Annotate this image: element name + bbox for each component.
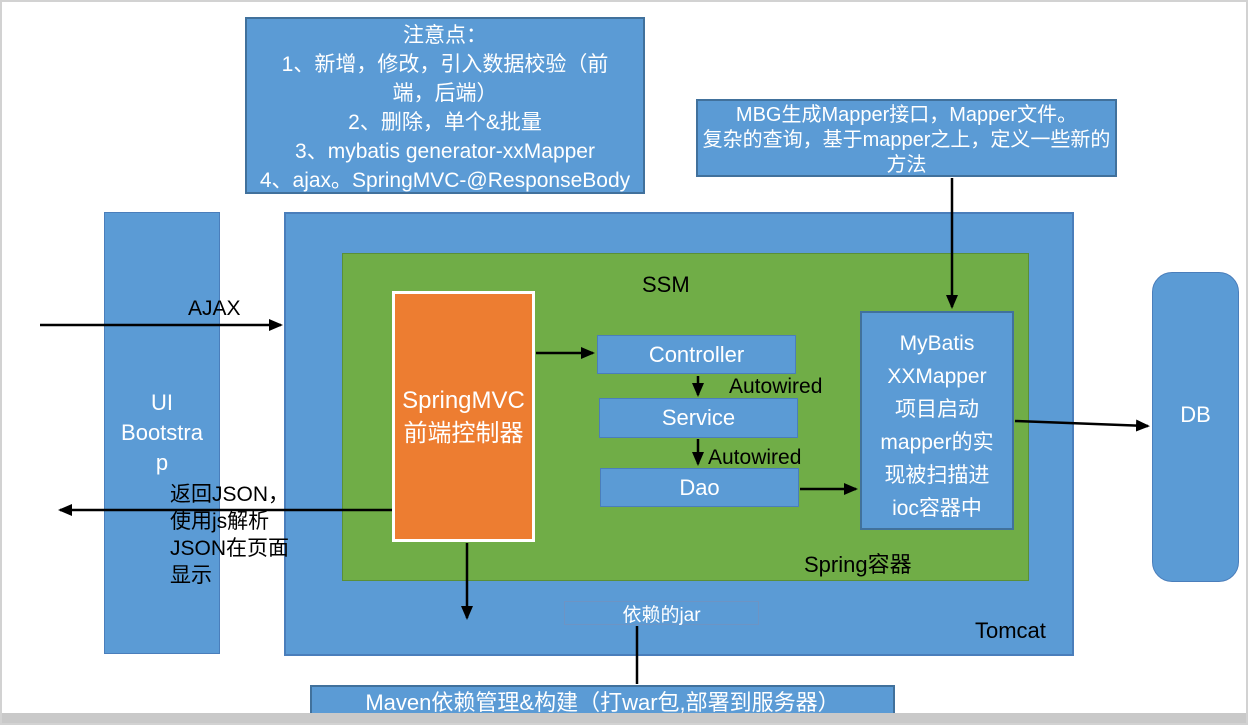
mybatis-line: 现被扫描进 [884,464,990,487]
mybatis-xxmapper-box: MyBatis XXMapper 项目启动 mapper的实 现被扫描进 ioc… [860,311,1014,530]
jar-label: 依赖的jar [622,604,701,626]
notes-line: 注意点： [403,24,487,47]
frame-bottom-bar [2,713,1246,723]
dependency-jar-box: 依赖的jar [564,601,759,626]
dao-label: Dao [679,474,720,500]
service-box: Service [599,398,798,438]
notes-line: 1、新增，修改，引入数据校验（前 [281,53,609,76]
ui-box-line: UI [151,390,173,415]
tomcat-label: Tomcat [975,618,1046,643]
controller-box: Controller [597,335,796,374]
return-json-line: 使用js解析 [170,510,270,533]
mybatis-line: ioc容器中 [892,497,982,520]
db-box: DB [1152,272,1239,582]
db-label: DB [1180,402,1211,427]
mbg-line: 复杂的查询，基于mapper之上，定义一些新的 [702,129,1111,151]
notes-box: 注意点： 1、新增，修改，引入数据校验（前 端，后端） 2、删除，单个&批量 3… [245,17,645,194]
ssm-label: SSM [642,272,690,297]
notes-line: 2、删除，单个&批量 [348,111,542,134]
notes-line: 3、mybatis generator-xxMapper [295,140,595,163]
controller-label: Controller [648,341,745,367]
mybatis-line: 项目启动 [895,398,979,421]
autowired-label-service-dao: Autowired [708,446,802,469]
notes-line: 端，后端） [392,82,498,105]
ui-box-line: p [155,450,169,475]
mybatis-line: mapper的实 [880,431,994,454]
spring-container-label: Spring容器 [804,552,912,577]
return-json-line: 返回JSON， [170,483,290,506]
maven-label: Maven依赖管理&构建（打war包,部署到服务器） [365,690,840,715]
service-label: Service [661,405,736,430]
return-json-line: JSON在页面 [170,537,290,560]
mbg-note-box: MBG生成Mapper接口，Mapper文件。 复杂的查询，基于mapper之上… [696,99,1117,177]
ajax-label: AJAX [188,297,241,320]
mbg-line: MBG生成Mapper接口，Mapper文件。 [735,104,1078,126]
mybatis-line: XXMapper [887,365,987,388]
mybatis-line: MyBatis [899,332,975,355]
notes-line: 4、ajax。SpringMVC-@ResponseBody [259,169,631,192]
springmvc-line: 前端控制器 [403,419,524,447]
autowired-label-controller-service: Autowired [729,375,823,398]
ui-bootstrap-box: UI Bootstra p [104,212,220,654]
springmvc-front-controller-box: SpringMVC 前端控制器 [392,291,535,542]
springmvc-line: SpringMVC [402,386,525,414]
ui-box-line: Bootstra [121,420,203,445]
return-json-line: 显示 [170,564,212,587]
return-json-annotation: 返回JSON， 使用js解析 JSON在页面 显示 [170,481,289,589]
mbg-line: 方法 [886,154,927,176]
dao-box: Dao [600,468,799,507]
